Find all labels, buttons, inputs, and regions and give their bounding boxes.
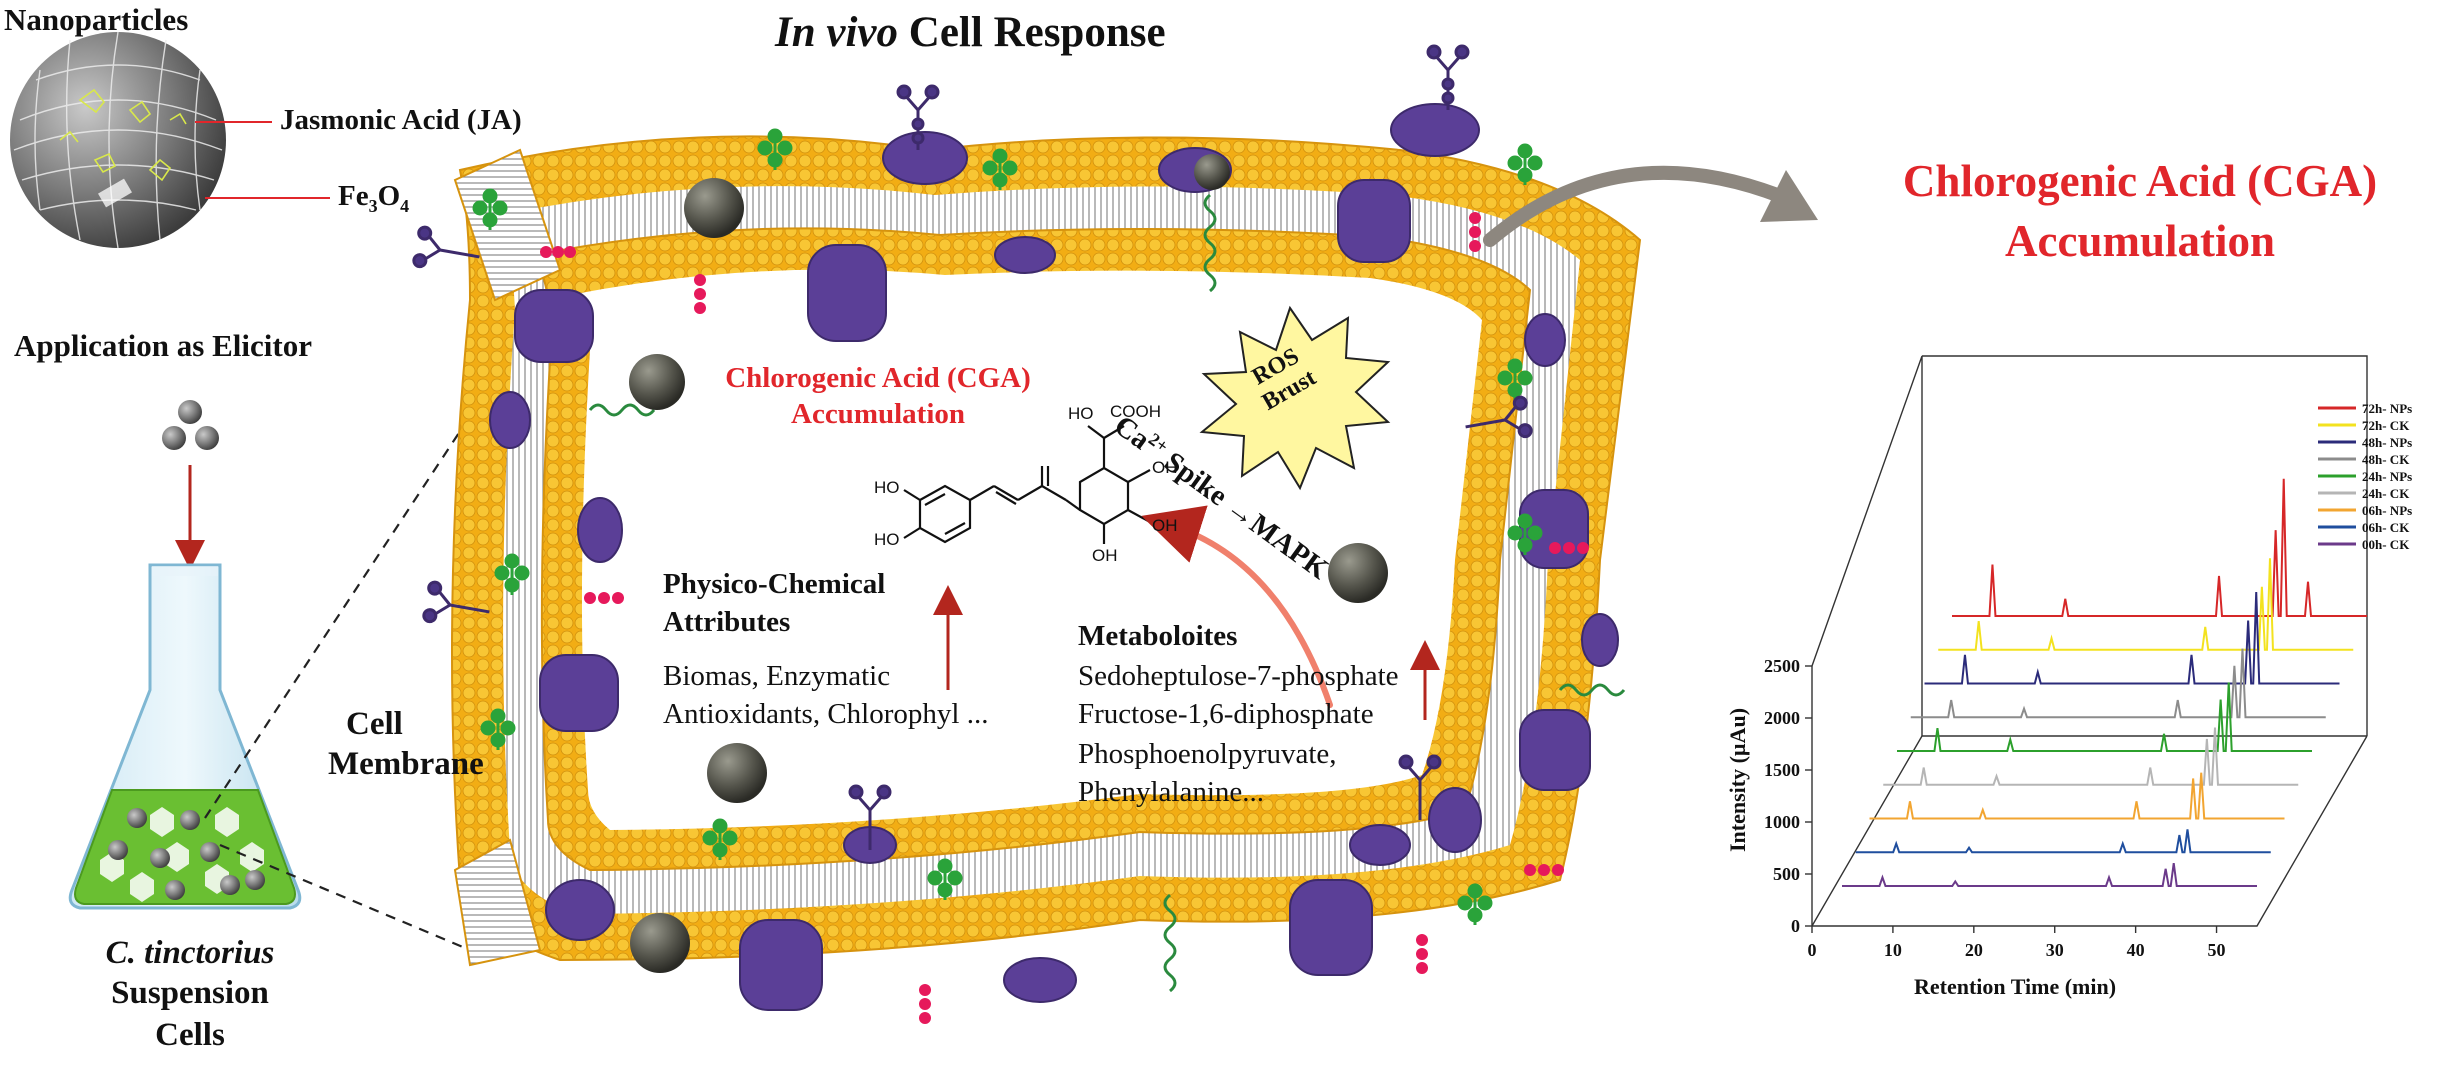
chart-series-trace xyxy=(1910,648,2326,719)
chart-y-tick-label: 1000 xyxy=(1764,812,1800,832)
species-label: C. tinctorius xyxy=(105,935,275,971)
chart-legend: 72h- NPs 72h- CK 48h- NPs 48h- CK 24h- NPs 24… xyxy=(2318,401,2412,552)
chart-legend-label: 48h- CK xyxy=(2362,452,2410,467)
purple-receptors xyxy=(412,44,1533,850)
chart-series-trace xyxy=(1924,591,2340,685)
chart-series-trace xyxy=(1883,727,2299,786)
elicitor-particles xyxy=(162,400,219,450)
chart-y-tick-label: 2000 xyxy=(1764,708,1800,728)
chart-y-tick-label: 500 xyxy=(1773,864,1800,884)
chem-ho-top: HO xyxy=(1068,404,1094,423)
metabolites-title: Metaboloites xyxy=(1078,620,1238,652)
chart-3d-box xyxy=(1811,355,2368,927)
chart-y-tick-label: 0 xyxy=(1791,916,1800,936)
chart-y-ticks: 0 500 1000 1500 2000 2500 xyxy=(1764,656,1812,936)
chem-oh-3: OH xyxy=(1092,546,1118,565)
chem-oh-1: OH xyxy=(1152,458,1178,477)
nanoparticles-label: Nanoparticles xyxy=(4,2,189,37)
ja-label: Jasmonic Acid (JA) xyxy=(280,104,522,136)
chart-x-tick-label: 0 xyxy=(1808,940,1817,960)
cga-title-line1: Chlorogenic Acid (CGA) xyxy=(1902,156,2378,206)
chart-side-wall xyxy=(1811,355,1923,736)
chart-y-axis-label: Intensity (µAu) xyxy=(1725,708,1750,852)
cga-inner-line1: Chlorogenic Acid (CGA) xyxy=(725,362,1031,394)
chart-y-tick-label: 1500 xyxy=(1764,760,1800,780)
chart-series-trace xyxy=(1952,478,2367,617)
chem-ho-1: HO xyxy=(874,478,900,497)
chart-floor-back xyxy=(1811,735,2367,927)
title-italic: In vivo xyxy=(775,9,899,56)
metabolite-2: Fructose-1,6-diphosphate xyxy=(1078,698,1374,730)
pink-channels xyxy=(540,212,1589,1024)
suspension-label: Suspension xyxy=(111,975,269,1011)
chart-series-group xyxy=(1842,478,2367,887)
chart-x-tick-label: 50 xyxy=(2208,940,2226,960)
o-sub: 4 xyxy=(400,195,410,216)
coil-proteins xyxy=(588,193,1626,993)
chart-x-axis-label: Retention Time (min) xyxy=(1914,974,2116,999)
chart-series-trace xyxy=(1869,772,2285,820)
membrane-label-2: Membrane xyxy=(328,746,484,782)
chem-cooh: COOH xyxy=(1110,402,1161,421)
chart-legend-label: 00h- CK xyxy=(2362,537,2410,552)
green-glycans xyxy=(472,128,1543,925)
metabolite-1: Sedoheptulose-7-phosphate xyxy=(1078,660,1399,692)
cga-inner-line2: Accumulation xyxy=(791,398,965,430)
membrane-proteins xyxy=(489,103,1619,1011)
physico-title-1: Physico-Chemical xyxy=(663,568,886,600)
physico-title-2: Attributes xyxy=(663,606,791,638)
chart-x-tick-label: 30 xyxy=(2046,940,2064,960)
chart-legend-label: 48h- NPs xyxy=(2362,435,2412,450)
metabolite-4: Phenylalanine... xyxy=(1078,776,1265,808)
chart-x-tick-label: 40 xyxy=(2127,940,2145,960)
chart-series-trace xyxy=(1938,558,2354,651)
ros-starburst xyxy=(1199,305,1391,491)
chart-y-tick-label: 2500 xyxy=(1764,656,1800,676)
cga-title-line2: Accumulation xyxy=(2005,216,2275,266)
fe-symbol: Fe xyxy=(338,180,369,212)
chart-x-tick-label: 20 xyxy=(1965,940,1983,960)
chart-legend-label: 24h- NPs xyxy=(2362,469,2412,484)
chart-series-trace xyxy=(1897,682,2312,752)
diagram-title: In vivo Cell Response xyxy=(775,8,1166,57)
chem-oh-2: OH xyxy=(1152,516,1178,535)
chem-ho-2: HO xyxy=(874,530,900,549)
fe-sub: 3 xyxy=(368,195,378,216)
chart-legend-label: 72h- CK xyxy=(2362,418,2410,433)
chart-x-ticks: 0 10 20 30 40 50 xyxy=(1808,926,2226,960)
metabolite-3: Phosphoenolpyruvate, xyxy=(1078,738,1337,770)
cells-label: Cells xyxy=(155,1017,225,1053)
chart-legend-label: 24h- CK xyxy=(2362,486,2410,501)
application-label: Application as Elicitor xyxy=(14,328,312,363)
chart-legend-label: 72h- NPs xyxy=(2362,401,2412,416)
membrane-label-1: Cell xyxy=(346,706,403,742)
fe3o4-label: Fe3O4 xyxy=(338,180,409,217)
chart-legend-label: 06h- NPs xyxy=(2362,503,2412,518)
chart-x-tick-label: 10 xyxy=(1884,940,1902,960)
membrane-nanoparticles xyxy=(629,154,1388,973)
o-symbol: O xyxy=(377,180,401,212)
erlenmeyer-flask xyxy=(68,563,302,910)
chart-series-trace xyxy=(1842,862,2257,887)
title-rest: Cell Response xyxy=(908,9,1166,56)
cga-structure xyxy=(903,425,1151,544)
physico-line-2: Antioxidants, Chlorophyl ... xyxy=(663,698,989,730)
chart-series-trace xyxy=(1855,829,2271,854)
chart-floor-edge xyxy=(1812,735,2368,927)
chart-legend-label: 06h- CK xyxy=(2362,520,2410,535)
chart-back-wall xyxy=(1922,355,2368,736)
physico-line-1: Biomas, Enzymatic xyxy=(663,660,891,692)
nanoparticle-sphere xyxy=(10,31,226,249)
